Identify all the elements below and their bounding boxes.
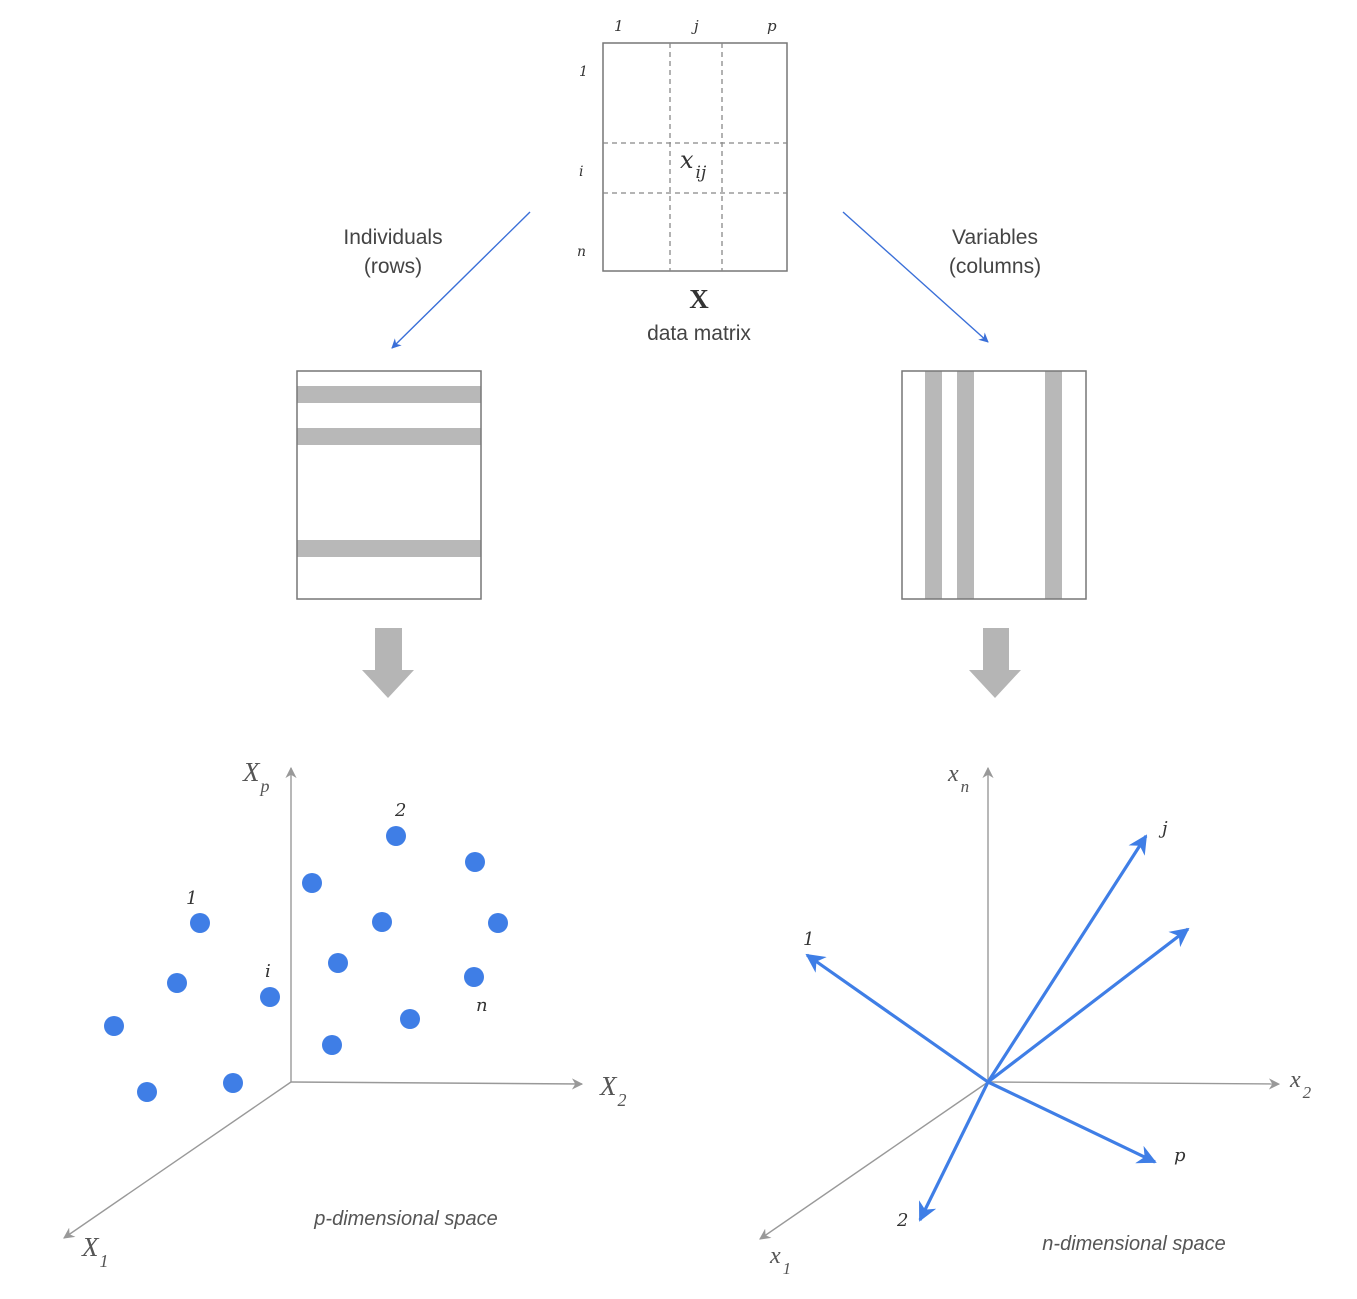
matrix-outline bbox=[602, 42, 788, 272]
right-axis-horizontal bbox=[987, 1078, 1281, 1090]
scatter-point bbox=[372, 912, 392, 932]
right-axis-depth bbox=[759, 1081, 989, 1240]
left-plot-caption: p-dimensional space bbox=[313, 1208, 497, 1230]
right-branch-label-line2: (columns) bbox=[949, 255, 1041, 278]
scatter-point bbox=[190, 913, 210, 933]
left-axis-label-vertical: Xp bbox=[242, 757, 270, 796]
right-branch-arrow bbox=[842, 211, 989, 343]
left-axis-horizontal bbox=[290, 1078, 584, 1090]
left-branch-label-line1: Individuals bbox=[343, 226, 442, 249]
matrix-row-label-n: n bbox=[577, 244, 586, 260]
point-label-2: 2 bbox=[394, 800, 406, 821]
vector-label-j: j bbox=[1158, 818, 1168, 839]
matrix-caption: data matrix bbox=[647, 322, 751, 345]
vector-unlabeled bbox=[987, 927, 1190, 1084]
matrix-row-label-i: i bbox=[579, 164, 583, 180]
vector-j bbox=[986, 834, 1148, 1083]
left-branch-arrow bbox=[391, 211, 531, 349]
rows-matrix bbox=[296, 370, 482, 600]
right-branch-label-line1: Variables bbox=[952, 226, 1038, 249]
scatter-point bbox=[167, 973, 187, 993]
scatter-point bbox=[464, 967, 484, 987]
scatter-point bbox=[400, 1009, 420, 1029]
vector-2 bbox=[918, 1081, 990, 1222]
scatter-point bbox=[386, 826, 406, 846]
point-label-1: 1 bbox=[186, 888, 197, 909]
scatter-point bbox=[223, 1073, 243, 1093]
rows-matrix-outline bbox=[296, 370, 482, 600]
scatter-point bbox=[322, 1035, 342, 1055]
vector-label-2: 2 bbox=[896, 1210, 908, 1231]
vector-p bbox=[987, 1080, 1157, 1164]
vector-1 bbox=[805, 953, 989, 1084]
columns-matrix bbox=[901, 370, 1087, 600]
right-vectors bbox=[805, 834, 1190, 1222]
rows-band-3 bbox=[297, 540, 481, 557]
matrix-name: X bbox=[689, 284, 709, 314]
matrix-col-label-1: 1 bbox=[614, 17, 624, 35]
point-label-n: n bbox=[476, 995, 488, 1016]
scatter-point bbox=[104, 1016, 124, 1036]
matrix-row-label-1: 1 bbox=[579, 64, 588, 80]
left-scatter-points bbox=[104, 826, 508, 1102]
left-axis-label-horizontal: X2 bbox=[599, 1071, 627, 1110]
right-down-arrow bbox=[969, 628, 1021, 698]
left-plot: Xp X2 X1 1 2 i n p-dimens bbox=[63, 757, 627, 1271]
scatter-point bbox=[260, 987, 280, 1007]
vector-label-1: 1 bbox=[803, 929, 814, 950]
scatter-point bbox=[488, 913, 508, 933]
matrix-col-label-p: p bbox=[767, 17, 777, 35]
right-plot-caption: n-dimensional space bbox=[1042, 1233, 1225, 1255]
columns-band-3 bbox=[1045, 371, 1062, 599]
rows-band-1 bbox=[297, 386, 481, 403]
vector-label-p: p bbox=[1174, 1145, 1186, 1166]
columns-band-2 bbox=[957, 371, 974, 599]
columns-band-1 bbox=[925, 371, 942, 599]
scatter-point bbox=[465, 852, 485, 872]
scatter-point bbox=[328, 953, 348, 973]
point-label-i: i bbox=[265, 961, 271, 982]
columns-matrix-outline bbox=[901, 370, 1087, 600]
left-branch-label-line2: (rows) bbox=[364, 255, 422, 278]
matrix-col-label-j: j bbox=[691, 17, 699, 35]
scatter-point bbox=[137, 1082, 157, 1102]
rows-band-2 bbox=[297, 428, 481, 445]
scatter-point bbox=[302, 873, 322, 893]
left-axis-depth bbox=[63, 1081, 292, 1239]
left-down-arrow bbox=[362, 628, 414, 698]
left-axis-label-depth: X1 bbox=[81, 1232, 109, 1271]
